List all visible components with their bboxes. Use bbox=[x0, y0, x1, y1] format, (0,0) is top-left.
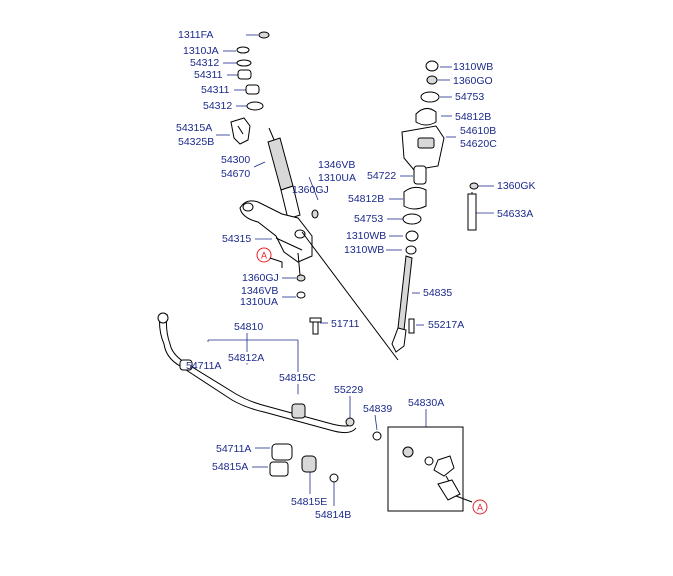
spacer-54722 bbox=[413, 165, 427, 185]
label-54812a: 54812A bbox=[228, 352, 264, 364]
bushing-54812a bbox=[179, 359, 193, 371]
washer-1310ja bbox=[236, 46, 250, 54]
label-54633a: 54633A bbox=[497, 208, 533, 220]
callout-a-2-text: A bbox=[477, 503, 483, 513]
label-54815a: 54815A bbox=[212, 461, 248, 473]
label-1310wb-a: 1310WB bbox=[453, 61, 493, 73]
nut-1311fa bbox=[258, 31, 270, 39]
label-54753-b: 54753 bbox=[354, 213, 383, 225]
label-54835: 54835 bbox=[423, 287, 452, 299]
shock-absorber-54300 bbox=[267, 137, 294, 191]
label-1310wb-b: 1310WB bbox=[346, 230, 386, 242]
label-54810: 54810 bbox=[234, 321, 263, 333]
retainer-54312-bottom bbox=[246, 101, 264, 111]
rear-mount-assembly bbox=[391, 60, 479, 353]
label-54312-b: 54312 bbox=[203, 100, 232, 112]
label-54722: 54722 bbox=[367, 170, 396, 182]
label-1360gj-a: 1360GJ bbox=[292, 184, 329, 196]
label-54670: 54670 bbox=[221, 168, 250, 180]
label-54315: 54315 bbox=[222, 233, 251, 245]
nut-1310wb-mid bbox=[405, 230, 419, 242]
label-54753-a: 54753 bbox=[455, 91, 484, 103]
nut-1310wb-top bbox=[425, 60, 439, 72]
callout-a-2: A bbox=[472, 499, 488, 515]
label-1311fa: 1311FA bbox=[178, 29, 213, 41]
label-54711a-b: 54711A bbox=[216, 443, 251, 455]
label-1346vb-a: 1346VB bbox=[318, 159, 355, 171]
label-54311-b: 54311 bbox=[201, 84, 230, 96]
label-54711a-a: 54711A bbox=[186, 360, 221, 372]
nut-1360gk bbox=[469, 182, 479, 190]
bolt-55229 bbox=[345, 417, 355, 427]
label-54325b: 54325B bbox=[178, 136, 214, 148]
label-54300: 54300 bbox=[221, 154, 250, 166]
nut-1310wb-low bbox=[405, 245, 417, 255]
stabilizer-bar bbox=[157, 312, 382, 483]
label-1310ja: 1310JA bbox=[183, 45, 219, 57]
bushing-54815e bbox=[301, 455, 317, 473]
shock-absorber-assembly bbox=[230, 31, 399, 361]
washer-54753-top bbox=[420, 91, 440, 103]
callout-a-1-text: A bbox=[261, 251, 267, 261]
bushing-54812b-top bbox=[415, 108, 437, 126]
label-1310ua-b: 1310UA bbox=[240, 296, 278, 308]
stabilizer-bar-54810 bbox=[159, 313, 357, 434]
label-1346vb-b: 1346VB bbox=[241, 285, 278, 297]
retainer-54312-top bbox=[236, 59, 252, 67]
bushing-54311-bottom bbox=[245, 84, 260, 95]
clip-54814b bbox=[329, 473, 339, 483]
part-labels: 1311FA 1310JA 54312 54311 54311 54312 54… bbox=[176, 29, 536, 521]
label-54620c: 54620C bbox=[460, 138, 497, 150]
label-1310ua-a: 1310UA bbox=[318, 172, 356, 184]
label-54815c: 54815C bbox=[279, 372, 316, 384]
label-54311-a: 54311 bbox=[194, 69, 223, 81]
label-55229: 55229 bbox=[334, 384, 363, 396]
bushing-54812b-bottom bbox=[403, 186, 427, 210]
label-54812b-b: 54812B bbox=[348, 193, 384, 205]
label-54830a: 54830A bbox=[408, 397, 444, 409]
washer-54753-bottom bbox=[402, 213, 422, 225]
nut-1360go bbox=[426, 75, 438, 85]
label-55217a: 55217A bbox=[428, 319, 464, 331]
label-54815e: 54815E bbox=[291, 496, 327, 508]
label-1310wb-c: 1310WB bbox=[344, 244, 384, 256]
callout-a-1: A bbox=[256, 247, 283, 268]
bracket-54315a bbox=[230, 117, 251, 145]
label-54839: 54839 bbox=[363, 403, 392, 415]
clamp-54815a bbox=[269, 461, 289, 477]
label-54814b: 54814B bbox=[315, 509, 351, 521]
washer-1346vb-bottom bbox=[296, 291, 306, 299]
label-1360gj-b: 1360GJ bbox=[242, 272, 279, 284]
label-51711: 51711 bbox=[331, 318, 360, 330]
bushing-54815c bbox=[291, 403, 306, 419]
label-1360go: 1360GO bbox=[453, 75, 493, 87]
washer-54839 bbox=[372, 431, 382, 441]
nut-1310ua-top bbox=[311, 209, 319, 219]
leader-lines bbox=[207, 34, 494, 506]
label-54312-a: 54312 bbox=[190, 57, 219, 69]
nut-1360gj-bottom bbox=[296, 274, 306, 282]
label-54610b: 54610B bbox=[460, 125, 496, 137]
bolt-55217a bbox=[408, 318, 415, 334]
bolt-54633a bbox=[467, 193, 477, 231]
bushing-54311-top bbox=[237, 69, 252, 80]
label-1360gk: 1360GK bbox=[497, 180, 536, 192]
label-54315a: 54315A bbox=[176, 122, 212, 134]
label-54812b-a: 54812B bbox=[455, 111, 491, 123]
clamp-54711a bbox=[271, 443, 293, 461]
link-kit-54830a bbox=[387, 426, 473, 512]
